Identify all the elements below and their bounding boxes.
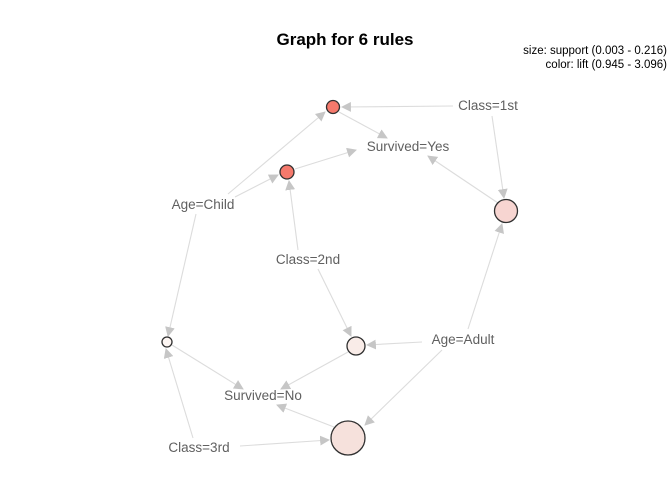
edge-rule3-to-Survived=Yes (427, 155, 499, 204)
rule-nodes-layer (161, 99, 519, 456)
edge-Class=3rd-to-rule4 (163, 348, 194, 439)
item-label-Age=Child: Age=Child (172, 197, 235, 212)
edges-layer (163, 101, 508, 447)
edge-Age=Child-to-rule4 (165, 213, 197, 337)
edge-rule4-to-Survived=No (171, 344, 244, 390)
edge-rule2-to-Survived=Yes (294, 147, 357, 170)
item-label-Class=3rd: Class=3rd (168, 440, 229, 455)
legend-size-label: size: support (0.003 - 0.216) (523, 45, 667, 57)
edge-Age=Child-to-rule1 (227, 111, 326, 195)
edge-Age=Child-to-rule2 (234, 174, 279, 198)
rule-node-rule3 (493, 198, 519, 224)
edge-Class=2nd-to-rule5 (317, 268, 352, 337)
item-label-Class=1st: Class=1st (458, 98, 518, 113)
item-labels-layer: Class=1stSurvived=YesAge=ChildClass=2ndA… (168, 98, 518, 455)
rule-node-rule4 (161, 336, 173, 348)
edge-rule1-to-Survived=Yes (338, 111, 388, 139)
rule-node-rule6 (330, 420, 366, 456)
edge-rule5-to-Survived=No (280, 351, 349, 390)
rule-node-rule1 (325, 99, 341, 115)
edge-rule6-to-Survived=No (276, 403, 335, 428)
item-label-Age=Adult: Age=Adult (432, 332, 495, 347)
item-label-Class=2nd: Class=2nd (276, 252, 340, 267)
edge-Class=2nd-to-rule2 (285, 180, 299, 251)
rule-node-rule2 (279, 164, 295, 180)
item-label-Survived=No: Survived=No (224, 388, 302, 403)
edge-Class=3rd-to-rule6 (239, 435, 330, 447)
edge-Age=Adult-to-rule6 (364, 349, 443, 426)
legend-color-label: color: lift (0.945 - 3.096) (546, 59, 668, 71)
edge-Age=Adult-to-rule5 (366, 339, 423, 350)
edge-Class=1st-to-rule1 (341, 101, 454, 112)
rule-node-rule5 (346, 336, 366, 356)
item-label-Survived=Yes: Survived=Yes (367, 139, 450, 154)
page-title: Graph for 6 rules (277, 30, 414, 49)
edge-Age=Adult-to-rule3 (467, 223, 504, 330)
edge-Class=1st-to-rule3 (491, 115, 508, 199)
